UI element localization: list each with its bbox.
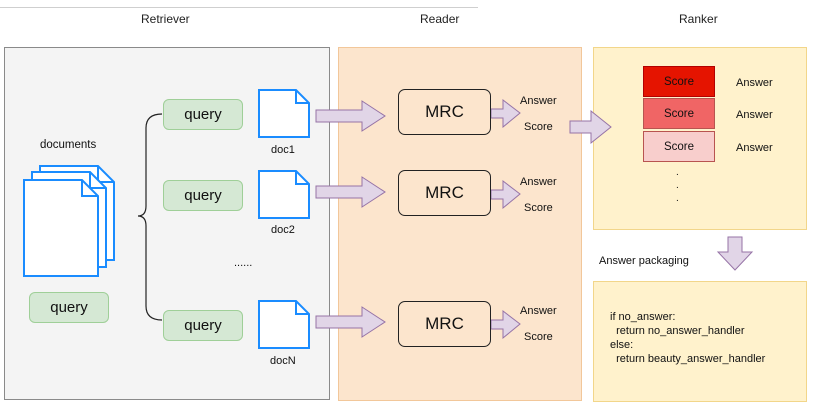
ranker-score-2: Score	[643, 98, 715, 129]
arrow-mrc2-out	[490, 179, 521, 210]
reader-score-3: Score	[524, 331, 553, 343]
ranker-answer-1: Answer	[736, 77, 773, 89]
doc2-icon	[258, 170, 310, 219]
ranker-answer-3: Answer	[736, 142, 773, 154]
arrow-doc1-to-mrc	[315, 100, 386, 132]
documents-icon	[23, 165, 115, 277]
code-line-3: else:	[610, 339, 634, 351]
doc1-icon	[258, 89, 310, 138]
ranker-score-3: Score	[643, 131, 715, 162]
stage-title-ranker: Ranker	[679, 12, 718, 26]
stage-title-reader: Reader	[420, 12, 460, 26]
arrow-doc2-to-mrc	[315, 176, 386, 208]
reader-answer-3: Answer	[520, 305, 557, 317]
query-pill-main: query	[29, 292, 109, 323]
brace-connector	[137, 113, 163, 321]
arrow-mrc1-out	[490, 98, 521, 129]
arrow-docN-to-mrc	[315, 306, 386, 338]
reader-answer-1: Answer	[520, 95, 557, 107]
docN-icon	[258, 300, 310, 349]
answer-packaging-label: Answer packaging	[599, 255, 689, 267]
arrow-mrcN-out	[490, 309, 521, 340]
mrc-box-3: MRC	[398, 301, 491, 347]
mrc-box-2: MRC	[398, 170, 491, 216]
arrow-reader-to-ranker	[569, 109, 612, 145]
mrc-box-1: MRC	[398, 89, 491, 135]
code-line-1: if no_answer:	[610, 311, 676, 323]
code-line-4: return beauty_answer_handler	[610, 353, 766, 365]
ranker-score-1: Score	[643, 66, 715, 97]
documents-label: documents	[40, 139, 97, 151]
query-pill-2: query	[163, 180, 243, 211]
ranker-more-dots: . . .	[676, 167, 679, 204]
stage-title-retriever: Retriever	[141, 12, 190, 26]
code-line-2: return no_answer_handler	[610, 325, 745, 337]
reader-score-2: Score	[524, 202, 553, 214]
arrow-ranker-to-packaging	[716, 236, 754, 271]
top-divider	[0, 7, 478, 8]
ranker-answer-2: Answer	[736, 109, 773, 121]
doc2-label: doc2	[271, 224, 295, 236]
doc1-label: doc1	[271, 144, 295, 156]
reader-answer-2: Answer	[520, 176, 557, 188]
query-pill-3: query	[163, 310, 243, 341]
ellipsis: ......	[234, 257, 253, 269]
docN-label: docN	[270, 355, 296, 367]
query-pill-1: query	[163, 99, 243, 130]
answer-packaging-panel	[593, 281, 807, 402]
reader-score-1: Score	[524, 121, 553, 133]
